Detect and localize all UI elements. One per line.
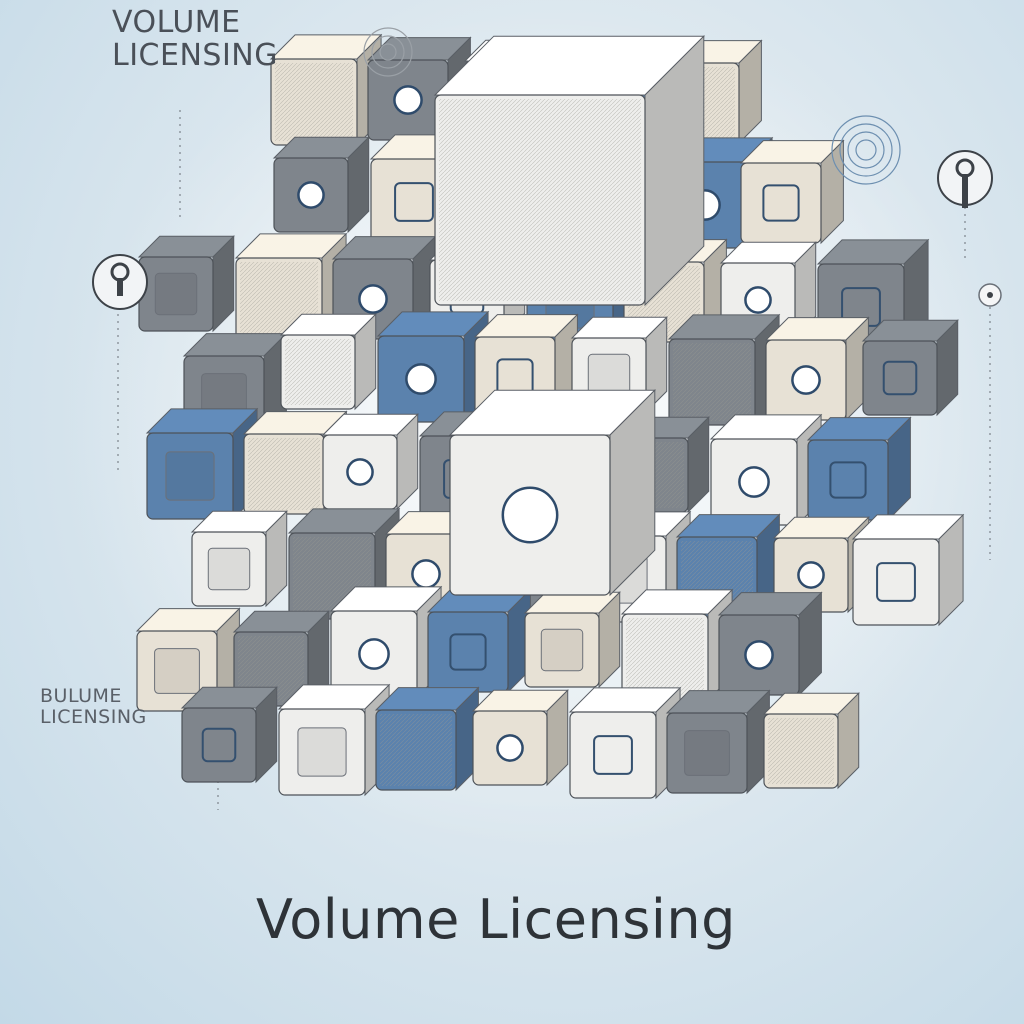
cube <box>471 689 569 787</box>
top-label-line-2: LICENSING <box>112 38 278 73</box>
side-label-line-1: BULUME <box>40 685 122 707</box>
volume-licensing-top-label: VOLUME LICENSING <box>112 6 278 72</box>
cube <box>137 235 235 333</box>
padlock-key-icon <box>92 254 148 310</box>
cube <box>568 686 682 800</box>
cube <box>762 692 860 790</box>
cube <box>665 689 771 795</box>
cube <box>717 591 823 697</box>
cube <box>374 686 480 792</box>
cube <box>321 413 419 511</box>
cube <box>739 139 845 245</box>
cube <box>277 683 391 797</box>
cube <box>523 591 621 689</box>
fingerprint-icon <box>363 27 413 77</box>
cube <box>376 310 490 424</box>
cube <box>426 588 532 694</box>
cube <box>269 33 383 147</box>
cube <box>709 413 823 527</box>
cube <box>279 313 377 411</box>
cube <box>180 686 278 784</box>
cube <box>433 34 706 307</box>
page-title: Volume Licensing <box>256 888 736 951</box>
cube <box>806 416 912 522</box>
cube <box>764 316 870 422</box>
cube <box>190 510 288 608</box>
cube <box>667 313 781 427</box>
cube <box>145 407 259 521</box>
guide-lines <box>117 110 991 810</box>
cube <box>851 513 965 627</box>
cube <box>329 585 443 699</box>
padlock-key-icon <box>937 150 993 208</box>
top-label-line-1: VOLUME <box>112 5 241 40</box>
cube <box>135 607 241 713</box>
cube <box>861 319 959 417</box>
side-label-line-2: LICENSING <box>40 705 147 728</box>
circle-badge-icon <box>978 283 1002 307</box>
cube <box>272 136 370 234</box>
cube <box>620 588 734 702</box>
cube <box>448 388 657 597</box>
side-label: BULUME LICENSING <box>40 686 147 728</box>
cube-stack <box>135 33 965 800</box>
fingerprint-icon <box>831 115 901 185</box>
